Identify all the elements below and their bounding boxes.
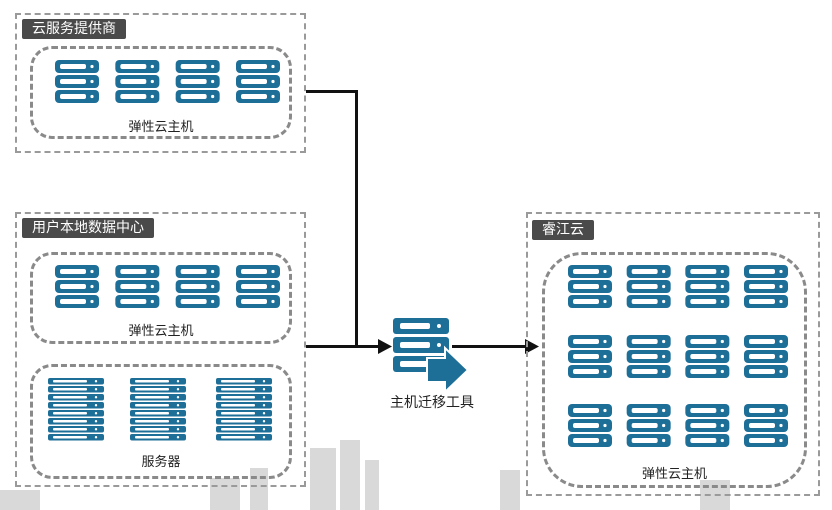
vm-stack-icon [175, 265, 220, 308]
local-datacenter-panel [15, 212, 306, 487]
vm-stack-icon [685, 404, 730, 447]
vm-stack-icon [685, 265, 730, 308]
ruijiang-cloud-title: 睿江云 [532, 220, 594, 240]
vm-stack-icon [568, 404, 612, 447]
local-vm-icons [55, 265, 280, 309]
vm-stack-icon [55, 60, 99, 103]
vm-stack-icon [744, 404, 788, 447]
rack-server-icons [48, 378, 278, 444]
migration-tool-icon [393, 318, 470, 395]
local-vm-label: 弹性云主机 [128, 324, 194, 339]
connector-tool-to-cloud [452, 345, 528, 348]
cloud-provider-title: 云服务提供商 [22, 19, 126, 39]
vm-stack-icon [744, 265, 788, 308]
vm-stack-icon [685, 335, 730, 378]
local-datacenter-title: 用户本地数据中心 [22, 218, 154, 238]
rack-server-icon [48, 378, 104, 441]
vm-stack-icon [236, 60, 280, 103]
vm-stack-icon [626, 404, 671, 447]
connector-local-h [306, 345, 380, 348]
local-vm-group [30, 252, 292, 344]
vm-stack-icon [626, 265, 671, 308]
local-server-group [30, 364, 292, 479]
cloud-provider-panel [15, 13, 306, 153]
vm-stack-icon [115, 60, 160, 103]
vm-stack-icon [236, 265, 280, 308]
ruijiang-vm-icons-row-1 [568, 265, 788, 309]
vm-stack-icon [115, 265, 160, 308]
cloud-provider-vm-icons [55, 60, 280, 104]
local-server-label: 服务器 [141, 455, 181, 470]
ruijiang-vm-group [542, 252, 807, 488]
connector-vertical [355, 90, 358, 348]
vm-stack-icon [55, 265, 99, 308]
server-arrow-icon [393, 318, 470, 395]
migration-tool-label: 主机迁移工具 [390, 395, 474, 411]
cloud-provider-vm-label: 弹性云主机 [128, 120, 194, 135]
ruijiang-vm-icons-row-3 [568, 404, 788, 448]
vm-stack-icon [568, 265, 612, 308]
arrowhead-to-ruijiang [525, 339, 539, 354]
arrowhead-to-tool [378, 339, 392, 354]
ruijiang-vm-icons-row-2 [568, 335, 788, 379]
vm-stack-icon [744, 335, 788, 378]
ruijiang-vm-label: 弹性云主机 [641, 467, 707, 482]
rack-server-icon [130, 378, 186, 441]
vm-stack-icon [175, 60, 220, 103]
vm-stack-icon [626, 335, 671, 378]
connector-cloud-h [306, 90, 358, 93]
vm-stack-icon [568, 335, 612, 378]
cloud-provider-vm-group [30, 46, 292, 139]
ruijiang-cloud-panel [526, 212, 820, 496]
rack-server-icon [216, 378, 272, 441]
